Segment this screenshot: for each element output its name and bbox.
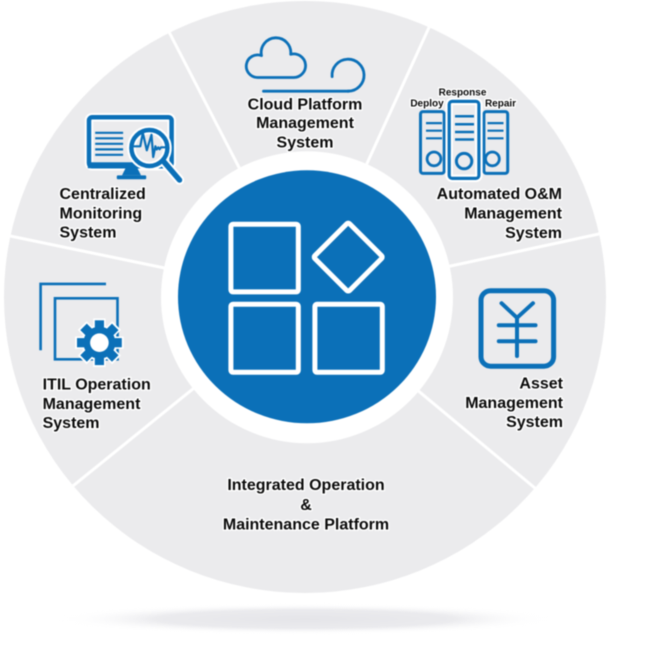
svg-text:Management: Management [465,395,563,412]
svg-text:Deploy: Deploy [410,98,444,109]
svg-text:Response: Response [439,87,487,98]
svg-text:Monitoring: Monitoring [60,206,143,223]
svg-text:Management: Management [256,115,354,132]
svg-text:Centralized: Centralized [60,186,146,203]
svg-text:System: System [277,134,334,151]
svg-text:System: System [506,414,563,431]
svg-text:Integrated Operation: Integrated Operation [227,477,384,494]
svg-text:Asset: Asset [519,376,563,393]
svg-text:System: System [505,225,562,242]
svg-text:Management: Management [464,206,562,223]
svg-text:System: System [60,225,117,242]
svg-text:ITIL Operation: ITIL Operation [43,377,151,394]
svg-text:System: System [43,415,100,432]
svg-text:Maintenance Platform: Maintenance Platform [223,516,389,533]
svg-text:Management: Management [43,396,141,413]
svg-text:Repair: Repair [485,98,516,109]
svg-text:&: & [300,497,312,514]
svg-text:Automated O&M: Automated O&M [437,186,562,203]
svg-text:Cloud Platform: Cloud Platform [248,97,363,114]
